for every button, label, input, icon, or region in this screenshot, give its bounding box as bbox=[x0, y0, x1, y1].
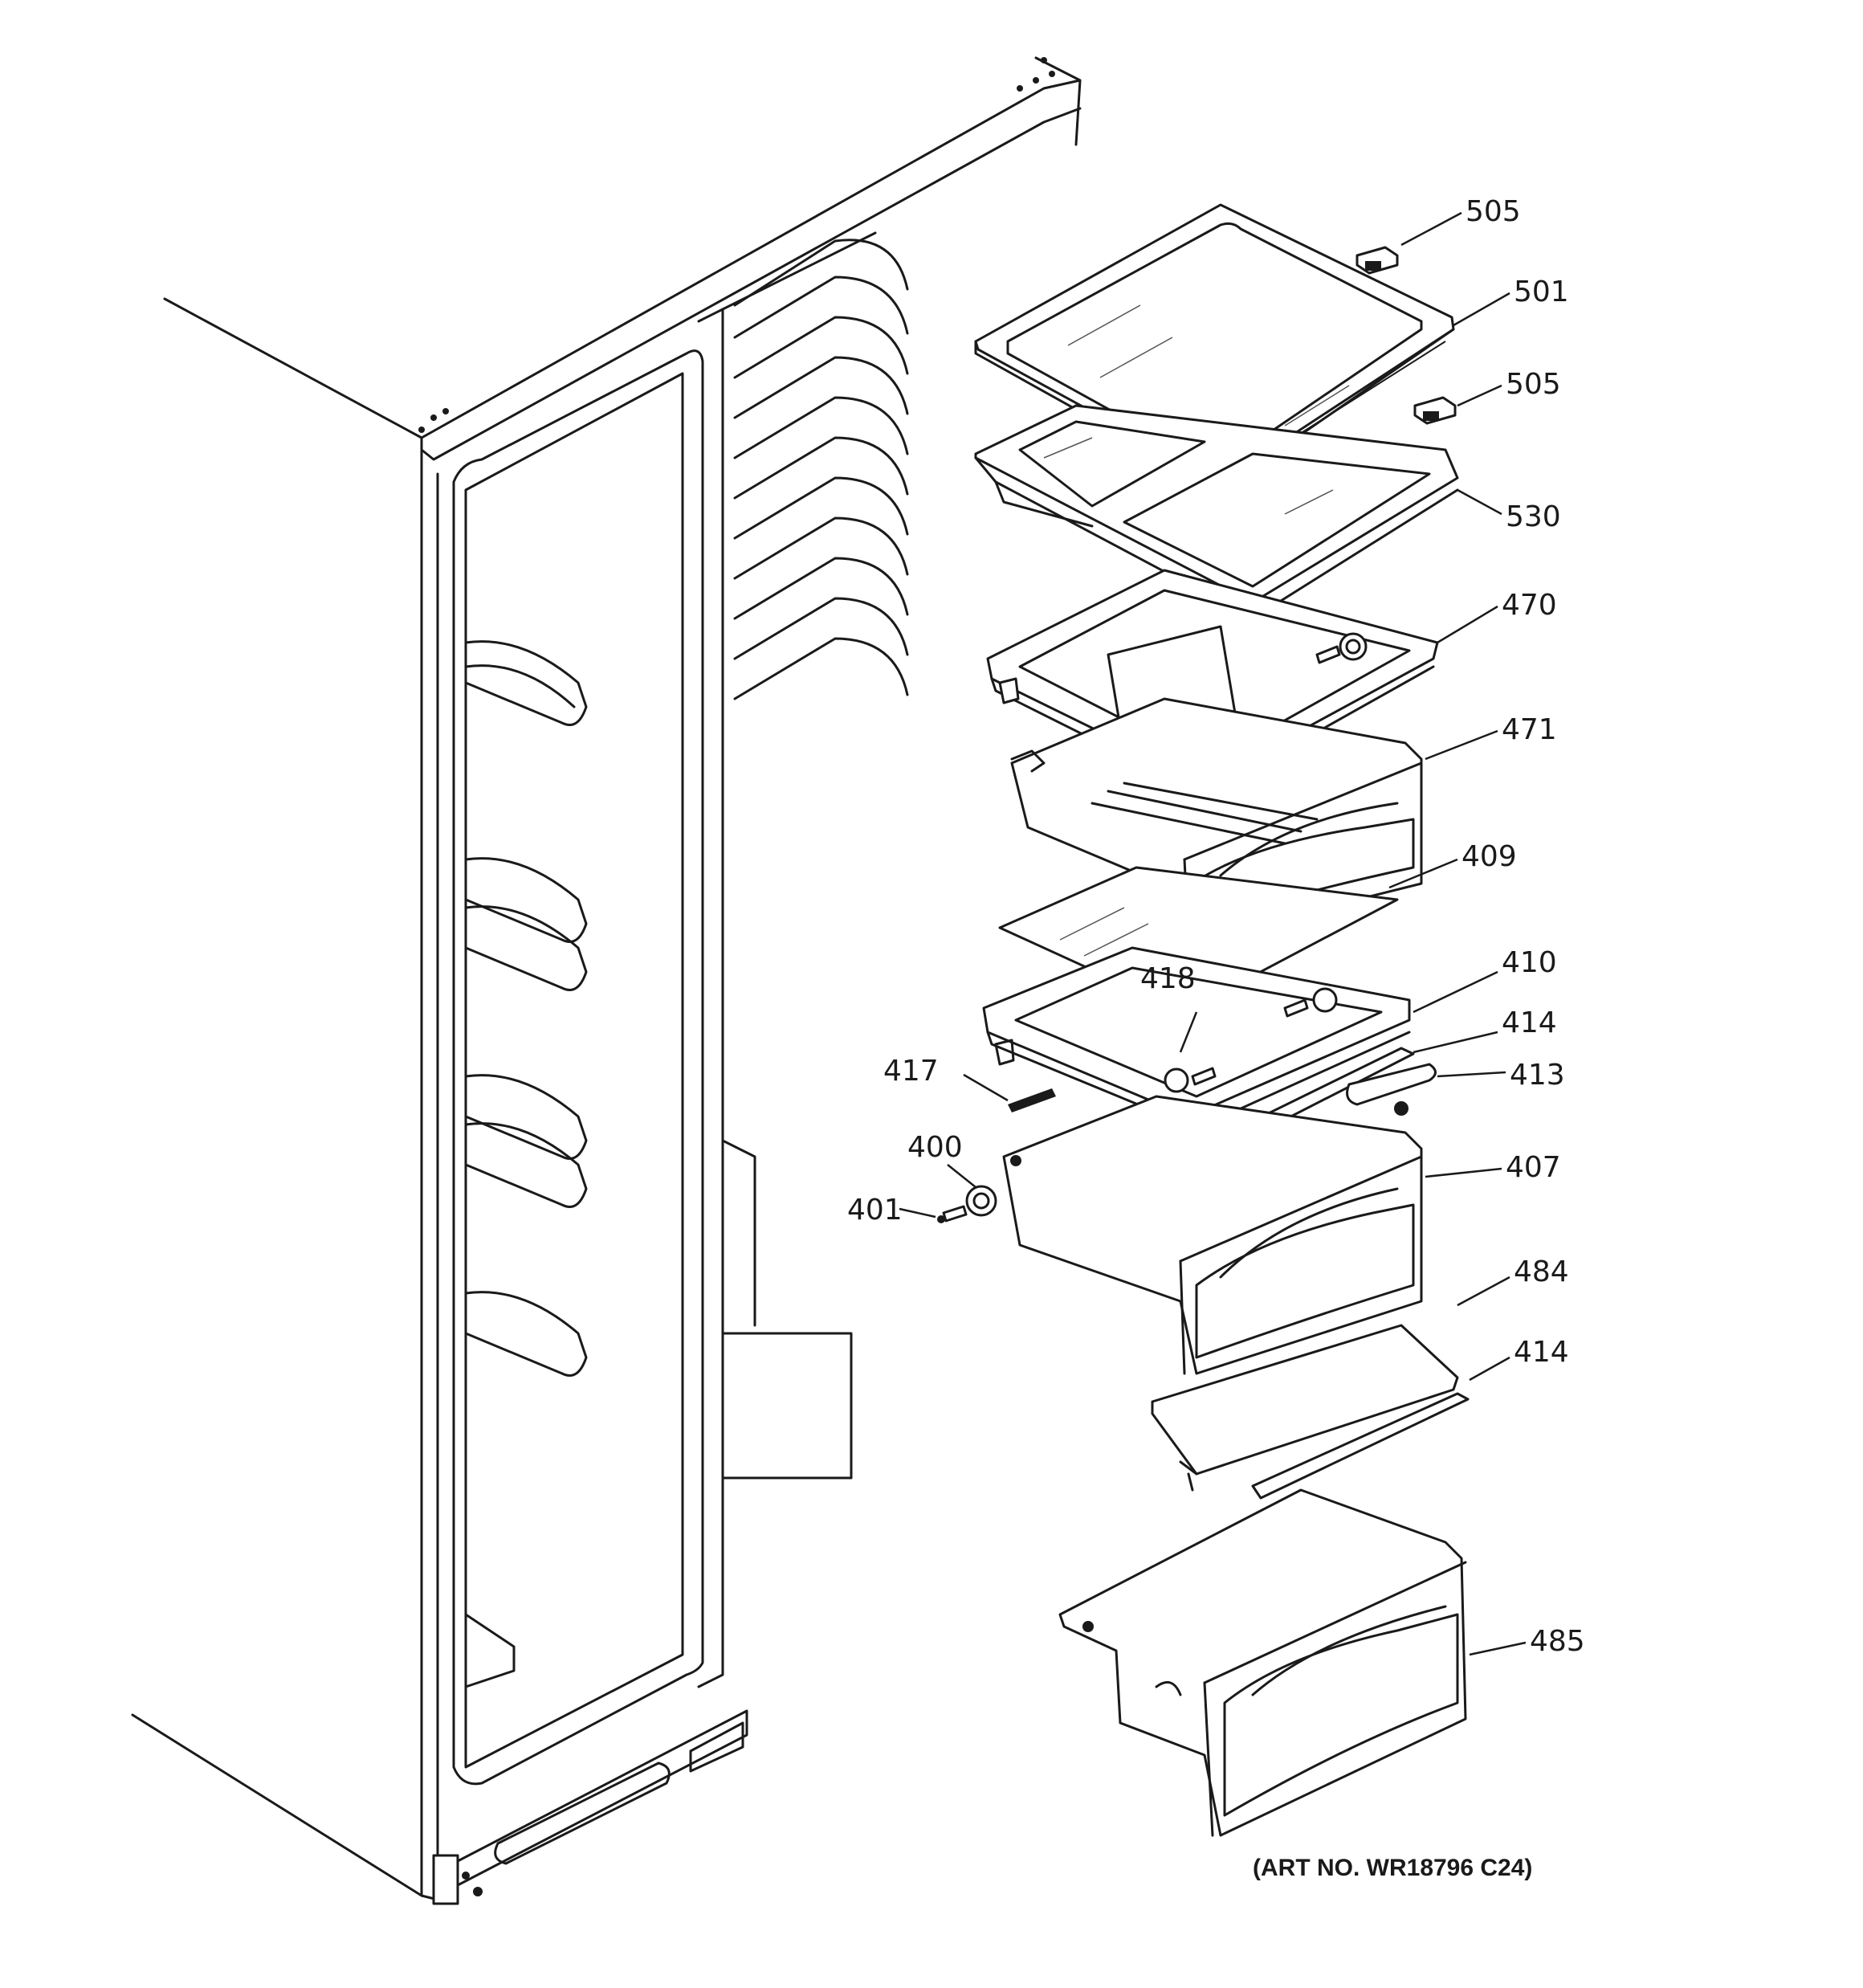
callout-470: 470 bbox=[1502, 589, 1557, 622]
callout-417: 417 bbox=[883, 1055, 939, 1088]
humidity-knob bbox=[965, 1185, 997, 1217]
callout-484: 484 bbox=[1514, 1255, 1569, 1288]
drawer-cover bbox=[1151, 1324, 1459, 1492]
callout-401: 401 bbox=[847, 1194, 903, 1227]
callout-501: 501 bbox=[1514, 276, 1569, 308]
crisper-drawer-lower bbox=[1002, 1095, 1423, 1375]
callout-413: 413 bbox=[1510, 1059, 1565, 1092]
callout-409: 409 bbox=[1461, 840, 1517, 873]
art-number: (ART NO. WR18796 C24) bbox=[1253, 1855, 1532, 1881]
bottom-hinge-grille bbox=[432, 1709, 748, 1905]
callout-400: 400 bbox=[907, 1131, 963, 1164]
callout-414-lower: 414 bbox=[1514, 1336, 1569, 1369]
callout-410: 410 bbox=[1502, 946, 1557, 979]
callout-505-top: 505 bbox=[1466, 195, 1521, 228]
refrigerator-cabinet bbox=[131, 56, 1082, 1905]
callout-418: 418 bbox=[1140, 962, 1196, 995]
door-bins bbox=[464, 640, 588, 1688]
crisper-cover-frame-lower bbox=[982, 946, 1411, 1130]
callout-471: 471 bbox=[1502, 713, 1557, 746]
leader-lines bbox=[899, 211, 1527, 1656]
callout-labels: 505 501 505 530 470 471 409 410 418 414 … bbox=[847, 195, 1585, 1881]
split-glass-shelf bbox=[974, 404, 1459, 620]
knob-screw bbox=[937, 1205, 968, 1223]
callout-407: 407 bbox=[1506, 1151, 1561, 1184]
callout-505-bottom: 505 bbox=[1506, 368, 1561, 401]
freezer-compartment-shelves bbox=[721, 239, 909, 1480]
cabinet-top-screws bbox=[418, 57, 1055, 433]
crisper-rod bbox=[1008, 1088, 1056, 1112]
callout-414-upper: 414 bbox=[1502, 1006, 1557, 1039]
crisper-drawer-upper bbox=[1010, 697, 1423, 941]
callout-530: 530 bbox=[1506, 500, 1561, 533]
trim-strip-lower bbox=[1251, 1392, 1470, 1500]
crisper-rail bbox=[1346, 1063, 1437, 1116]
shelf-end-cap-top bbox=[1355, 246, 1399, 275]
pan-drawer bbox=[1058, 1488, 1467, 1837]
shelf-end-cap-bottom bbox=[1413, 396, 1457, 425]
callout-485: 485 bbox=[1530, 1625, 1585, 1658]
